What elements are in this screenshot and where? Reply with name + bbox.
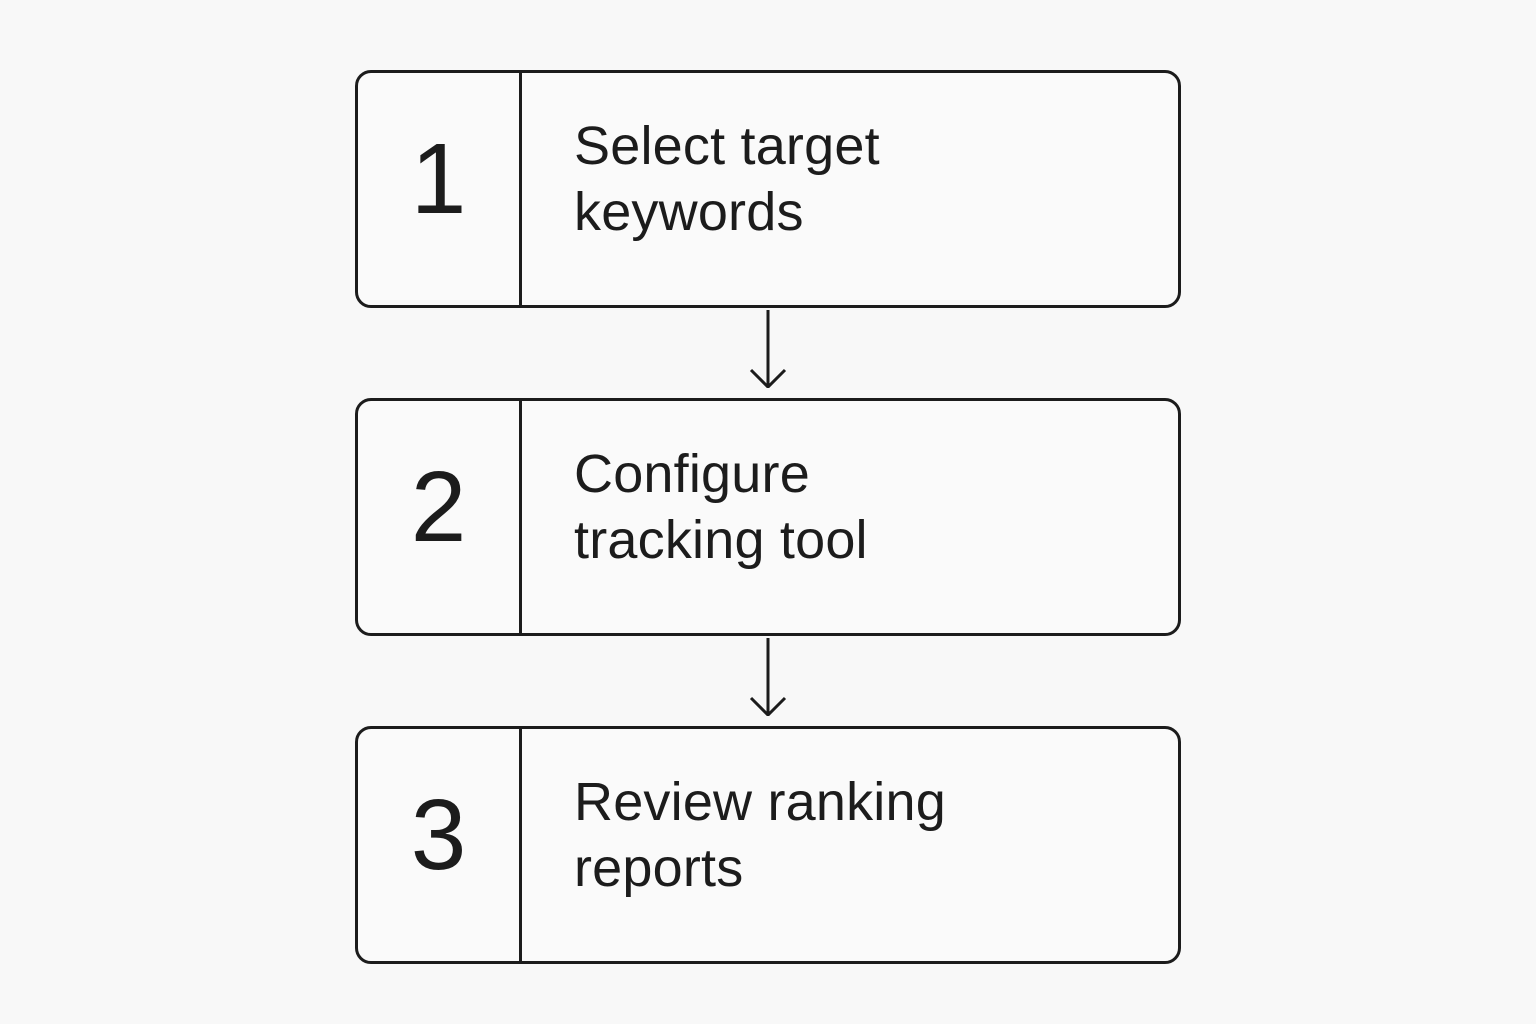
down-arrow-icon <box>749 310 787 388</box>
step-number: 2 <box>410 451 467 563</box>
step-number-cell: 3 <box>358 729 522 961</box>
step-box-3: 3 Review ranking reports <box>355 726 1181 964</box>
step-box-2: 2 Configure tracking tool <box>355 398 1181 636</box>
step-number: 1 <box>410 123 467 235</box>
step-label: Configure tracking tool <box>574 444 868 570</box>
step-label: Select target keywords <box>574 116 880 242</box>
step-label-cell: Review ranking reports <box>522 729 1178 961</box>
step-number: 3 <box>410 779 467 891</box>
step-number-cell: 1 <box>358 73 522 305</box>
step-box-1: 1 Select target keywords <box>355 70 1181 308</box>
step-label-cell: Select target keywords <box>522 73 1178 305</box>
step-label-cell: Configure tracking tool <box>522 401 1178 633</box>
step-label: Review ranking reports <box>574 772 946 898</box>
down-arrow-icon <box>749 638 787 716</box>
step-number-cell: 2 <box>358 401 522 633</box>
